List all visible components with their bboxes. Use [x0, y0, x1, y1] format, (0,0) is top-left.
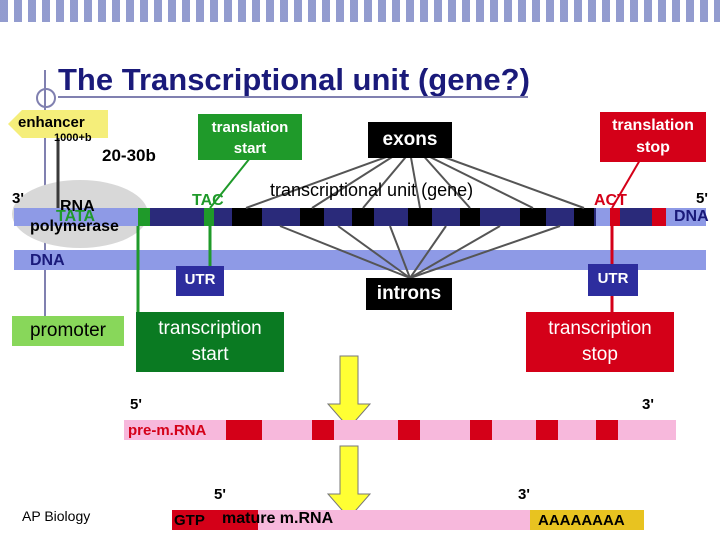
dna-right-dark [620, 208, 652, 226]
introns-box: introns [366, 278, 452, 310]
transcription-start-box: transcription start [136, 312, 284, 372]
exon-block [520, 208, 546, 226]
exon-block [408, 208, 432, 226]
mature-mrna-strand [172, 510, 644, 530]
distance-20-30b-label: 20-30b [102, 146, 156, 165]
tac-label: TAC [192, 192, 224, 209]
act-label: ACT [594, 192, 627, 209]
pre-mrna-intron [398, 420, 420, 440]
rna-polymerase-label-top: RNA [60, 198, 95, 215]
down-arrow-1 [326, 355, 372, 429]
pre-mrna-3prime-label: 3' [642, 396, 654, 413]
slide-top-dots [0, 0, 720, 22]
dna-right-label: DNA [674, 208, 709, 225]
poly-a-tail [530, 510, 644, 530]
title-underline [58, 96, 528, 98]
footer-label: AP Biology [22, 508, 91, 524]
translation-start-line [209, 157, 251, 209]
act-mark [610, 208, 620, 226]
translation-stop-box: translation stop [600, 112, 706, 162]
exon-block [574, 208, 594, 226]
mature-mrna-label: mature m.RNA [222, 510, 334, 527]
page-title: The Transcriptional unit (gene?) [58, 62, 530, 97]
transcriptional-unit-label: transcriptional unit (gene) [270, 180, 474, 200]
mature-3prime-label: 3' [518, 486, 530, 503]
exon-block [352, 208, 374, 226]
enhancer-label: enhancer [18, 114, 85, 131]
enhancer-arrow [8, 110, 108, 138]
pre-mrna-intron [470, 420, 492, 440]
poly-a-label: AAAAAAAA [538, 512, 625, 529]
exons-box: exons [368, 122, 452, 158]
rna-polymerase-label-bottom: polymerase [30, 218, 119, 235]
tac-mark [204, 208, 214, 226]
exon-block [300, 208, 324, 226]
pre-mrna-intron [596, 420, 618, 440]
gtp-label: GTP [174, 512, 205, 529]
exon-block [232, 208, 262, 226]
translation-start-box: translation start [198, 114, 302, 160]
pre-mrna-intron [536, 420, 558, 440]
utr-left-box: UTR [176, 266, 224, 296]
pre-mrna-intron [226, 420, 262, 440]
promoter-box: promoter [12, 316, 124, 346]
translation-stop-line [611, 159, 641, 209]
transcription-stop-box: transcription stop [526, 312, 674, 372]
down-arrow-2 [326, 445, 372, 519]
pre-mrna-label: pre-m.RNA [128, 422, 207, 439]
exon-block [460, 208, 480, 226]
title-crosshair-circle [36, 88, 56, 108]
tata-box-mark [138, 208, 150, 226]
pre-mrna-5prime-label: 5' [130, 396, 142, 413]
dna-lower-strand [14, 250, 706, 270]
tata-label: TATA [56, 208, 96, 225]
distance-1000b-label: 1000+b [54, 132, 92, 144]
three-prime-left-label: 3' [12, 190, 24, 207]
dna-left-label: DNA [30, 252, 65, 269]
pre-mrna-intron [312, 420, 334, 440]
utr-right-box: UTR [588, 264, 638, 296]
five-prime-right-label: 5' [696, 190, 708, 207]
gtp-cap [172, 510, 216, 530]
mature-exon [216, 510, 258, 530]
mature-5prime-label: 5' [214, 486, 226, 503]
stop-mark [652, 208, 666, 226]
